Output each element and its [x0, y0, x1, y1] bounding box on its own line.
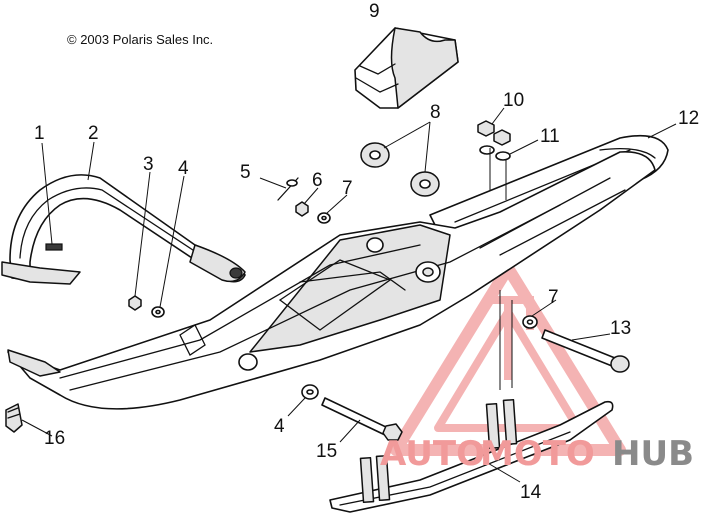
callout-8: 8 — [430, 102, 441, 123]
part-4-washer-bottom — [301, 384, 319, 400]
part-11-washers — [479, 145, 511, 161]
part-6-nut — [295, 201, 309, 217]
callout-7-lower: 7 — [548, 287, 559, 308]
watermark-word-moto: MOTO — [480, 434, 595, 474]
callout-14: 14 — [520, 482, 542, 503]
callout-6: 6 — [312, 170, 323, 191]
watermark-text: AUTO MOTO HUB — [380, 434, 694, 474]
ski-body — [7, 151, 656, 410]
part-4-washer-left — [151, 306, 165, 318]
part-10-nuts — [477, 120, 511, 146]
part-1-loop-insert — [1, 243, 81, 285]
callout-9: 9 — [369, 1, 380, 22]
leader-lines — [21, 107, 677, 483]
part-13-bolt — [541, 329, 630, 373]
part-8-washers — [360, 142, 440, 197]
callout-7-upper: 7 — [342, 178, 353, 199]
callout-15: 15 — [316, 441, 337, 462]
part-15-bolt — [321, 397, 403, 441]
part-7-washer-top — [317, 212, 331, 224]
callout-16: 16 — [44, 428, 65, 449]
callout-1: 1 — [34, 123, 45, 144]
callout-12: 12 — [678, 108, 699, 129]
callout-3: 3 — [143, 154, 154, 175]
callout-5: 5 — [240, 162, 251, 183]
part-2-ski-loop — [9, 174, 246, 283]
callout-4-upper: 4 — [178, 158, 189, 179]
callout-10: 10 — [503, 90, 524, 111]
part-5-cotter-pin — [277, 177, 299, 201]
part-9-cushion — [354, 27, 459, 109]
callout-11: 11 — [540, 126, 560, 147]
watermark-word-auto: AUTO — [380, 434, 485, 474]
part-14-carbide-runner — [329, 398, 614, 513]
part-3-nut — [128, 295, 142, 311]
callout-2: 2 — [88, 123, 99, 144]
callout-4-lower: 4 — [274, 416, 285, 437]
copyright-notice: © 2003 Polaris Sales Inc. — [67, 32, 214, 47]
part-7-washer-right — [522, 315, 538, 329]
callout-labels: 1 2 3 4 5 6 7 8 9 10 11 12 13 14 15 16 4… — [34, 1, 699, 503]
callout-13: 13 — [610, 318, 631, 339]
watermark-word-hub: HUB — [612, 434, 694, 474]
part-16-stud — [5, 403, 23, 433]
